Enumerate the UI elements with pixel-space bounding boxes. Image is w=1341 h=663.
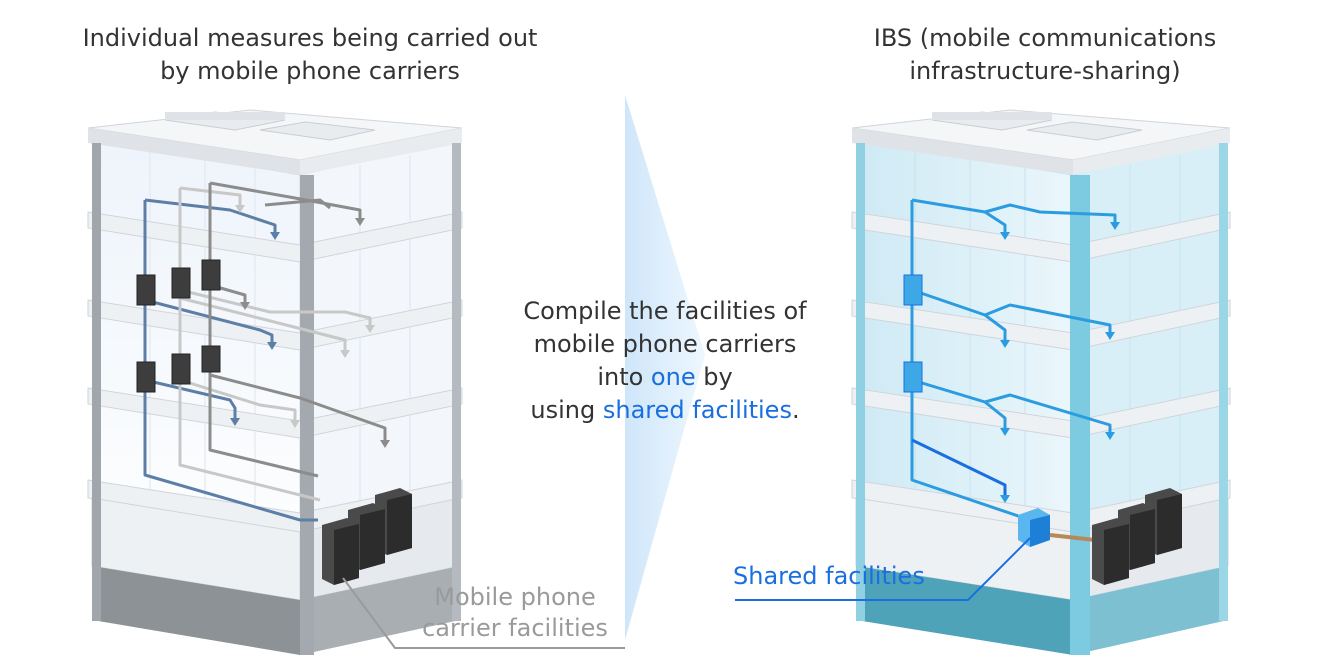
right-title-line-2: infrastructure-sharing) (909, 57, 1181, 85)
carrier-racks-right (1092, 488, 1182, 585)
center-description: Compile the facilities of mobile phone c… (470, 295, 860, 427)
shared-facility-unit (1018, 508, 1050, 547)
highlight-shared-facilities: shared facilities (602, 396, 792, 424)
carrier-label-line-1: Mobile phone (434, 583, 596, 611)
right-title-line-1: IBS (mobile communications (873, 24, 1217, 52)
center-line-3-post: by (695, 363, 733, 391)
left-title-line-1: Individual measures being carried out (82, 24, 538, 52)
right-callout-leader (735, 537, 1031, 601)
left-callout-leader (342, 577, 625, 649)
center-line-4-pre: using (530, 396, 603, 424)
center-line-2: mobile phone carriers (533, 330, 797, 358)
center-line-4: using shared facilities. (470, 394, 860, 427)
right-panel-title: IBS (mobile communications infrastructur… (815, 22, 1275, 88)
carrier-racks (322, 488, 412, 585)
direction-arrow (625, 95, 705, 640)
left-panel-title: Individual measures being carried out by… (40, 22, 580, 88)
left-building (87, 109, 625, 655)
right-building (735, 109, 1231, 655)
center-line-1: Compile the facilities of (523, 297, 807, 325)
carrier-facilities-label: Mobile phone carrier facilities (400, 582, 630, 644)
center-line-4-post: . (791, 396, 800, 424)
carrier-label-line-2: carrier facilities (422, 614, 608, 642)
left-title-line-2: by mobile phone carriers (160, 57, 460, 85)
highlight-one: one (650, 363, 696, 391)
center-line-3-pre: into (597, 363, 651, 391)
shared-facilities-label: Shared facilities (733, 562, 925, 590)
center-line-3: into one by (470, 361, 860, 394)
